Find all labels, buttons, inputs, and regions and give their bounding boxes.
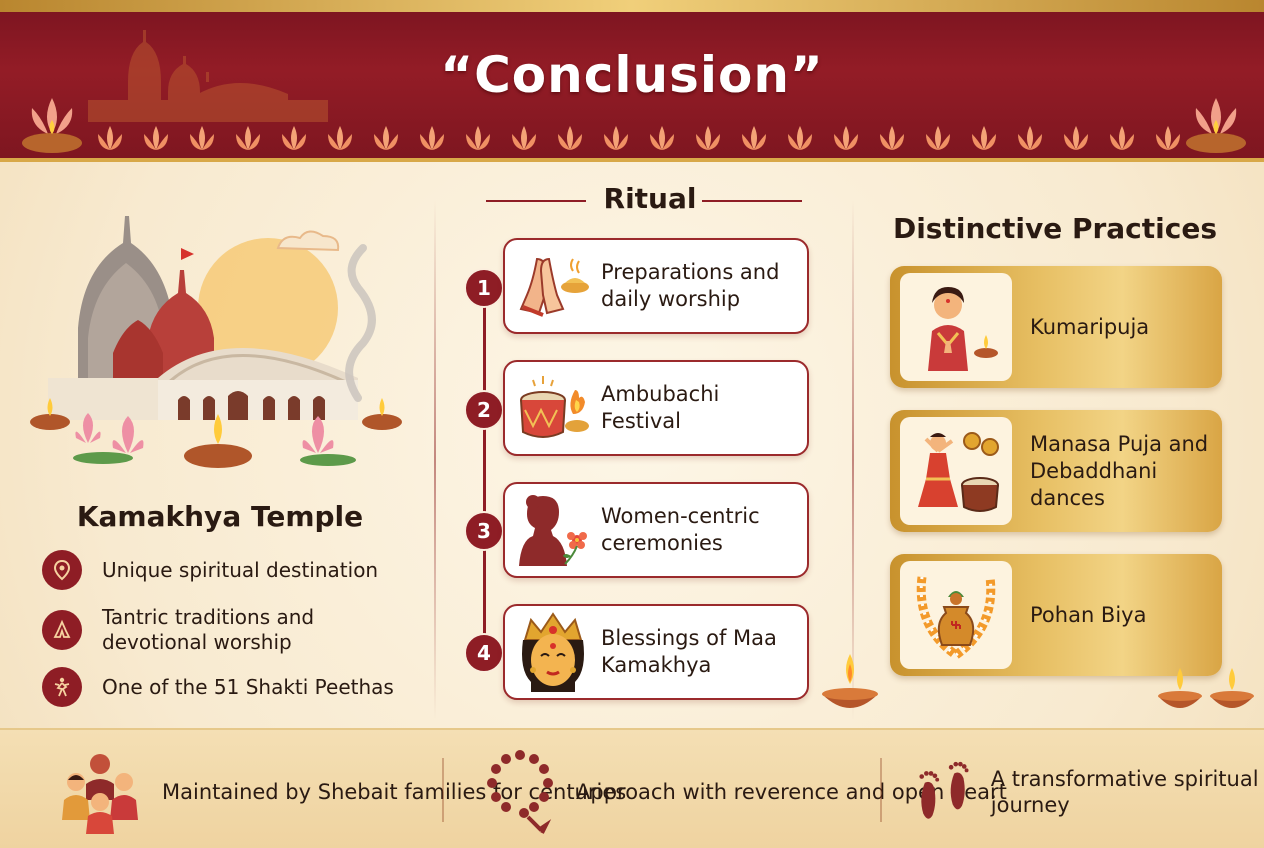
girl-with-lamp-icon [900,273,1012,381]
ritual-step-text: Blessings of Maa Kamakhya [601,626,777,677]
ritual-step-card: Preparations and daily worship [503,238,809,334]
timeline-line [483,288,486,668]
feature-item: Unique spiritual destination [42,545,422,595]
step-number: 2 [464,390,504,430]
gold-band [0,0,1264,12]
family-icon [62,754,138,834]
temple-silhouette-icon [88,30,328,122]
practices-heading: Distinctive Practices [892,212,1218,245]
praying-hands-icon [505,241,601,331]
section-divider [434,200,436,720]
diya-lamp-icon [822,654,878,708]
feature-text: Tantric traditions and devotional worshi… [102,605,315,654]
step-number: 1 [464,268,504,308]
kalash-garland-icon [900,561,1012,669]
footprints-icon [919,761,969,819]
section-divider [852,200,854,720]
ritual-step-card: Blessings of Maa Kamakhya [503,604,809,700]
woman-silhouette-icon [505,485,601,575]
step-number: 3 [464,511,504,551]
practice-text: Pohan Biya [1030,602,1147,627]
footer-divider [880,758,882,822]
temple-title: Kamakhya Temple [76,500,364,533]
heading-ornament [702,200,802,202]
dancer-drum-icon [900,417,1012,525]
heading-ornament [486,200,586,202]
footer-text: A transformative spiritual journey [990,767,1259,817]
ritual-step-text: Ambubachi Festival [601,382,720,433]
location-pin-icon [42,550,82,590]
kamakhya-temple-illustration [30,216,402,468]
footer-divider [442,758,444,822]
footer-bar: Maintained by Shebait families for centu… [0,728,1264,848]
header-banner: “Conclusion” [0,0,1264,162]
page-title: “Conclusion” [440,46,824,104]
feature-text: Unique spiritual destination [102,557,379,582]
ritual-step-card: Ambubachi Festival [503,360,809,456]
prayer-beads-icon [487,750,553,834]
praying-hands-icon [42,610,82,650]
feature-item: Tantric traditions and devotional worshi… [42,605,422,655]
ritual-step-text: Preparations and daily worship [601,260,780,311]
footer-item: A transformative spiritual journey [914,750,1264,834]
practice-card: Kumaripuja [890,266,1222,388]
feature-item: One of the 51 Shakti Peethas [42,662,422,712]
shakti-dancer-icon [42,667,82,707]
diya-lamp-icon [1186,98,1246,153]
practice-card: Manasa Puja and Debaddhani dances [890,410,1222,532]
drum-fire-icon [505,363,601,453]
feature-text: One of the 51 Shakti Peethas [102,674,394,699]
goddess-face-icon [505,607,601,697]
practice-text: Kumaripuja [1030,314,1150,339]
ritual-heading: Ritual [603,182,697,215]
diya-lamp-icon [1158,668,1254,708]
lotus-border-icon [98,126,1180,150]
practice-card: Pohan Biya [890,554,1222,676]
practice-text: Manasa Puja and Debaddhani dances [1030,431,1209,510]
ritual-step-text: Women-centric ceremonies [601,504,760,555]
ritual-step-card: Women-centric ceremonies [503,482,809,578]
diya-lamp-icon [22,98,82,153]
step-number: 4 [464,633,504,673]
